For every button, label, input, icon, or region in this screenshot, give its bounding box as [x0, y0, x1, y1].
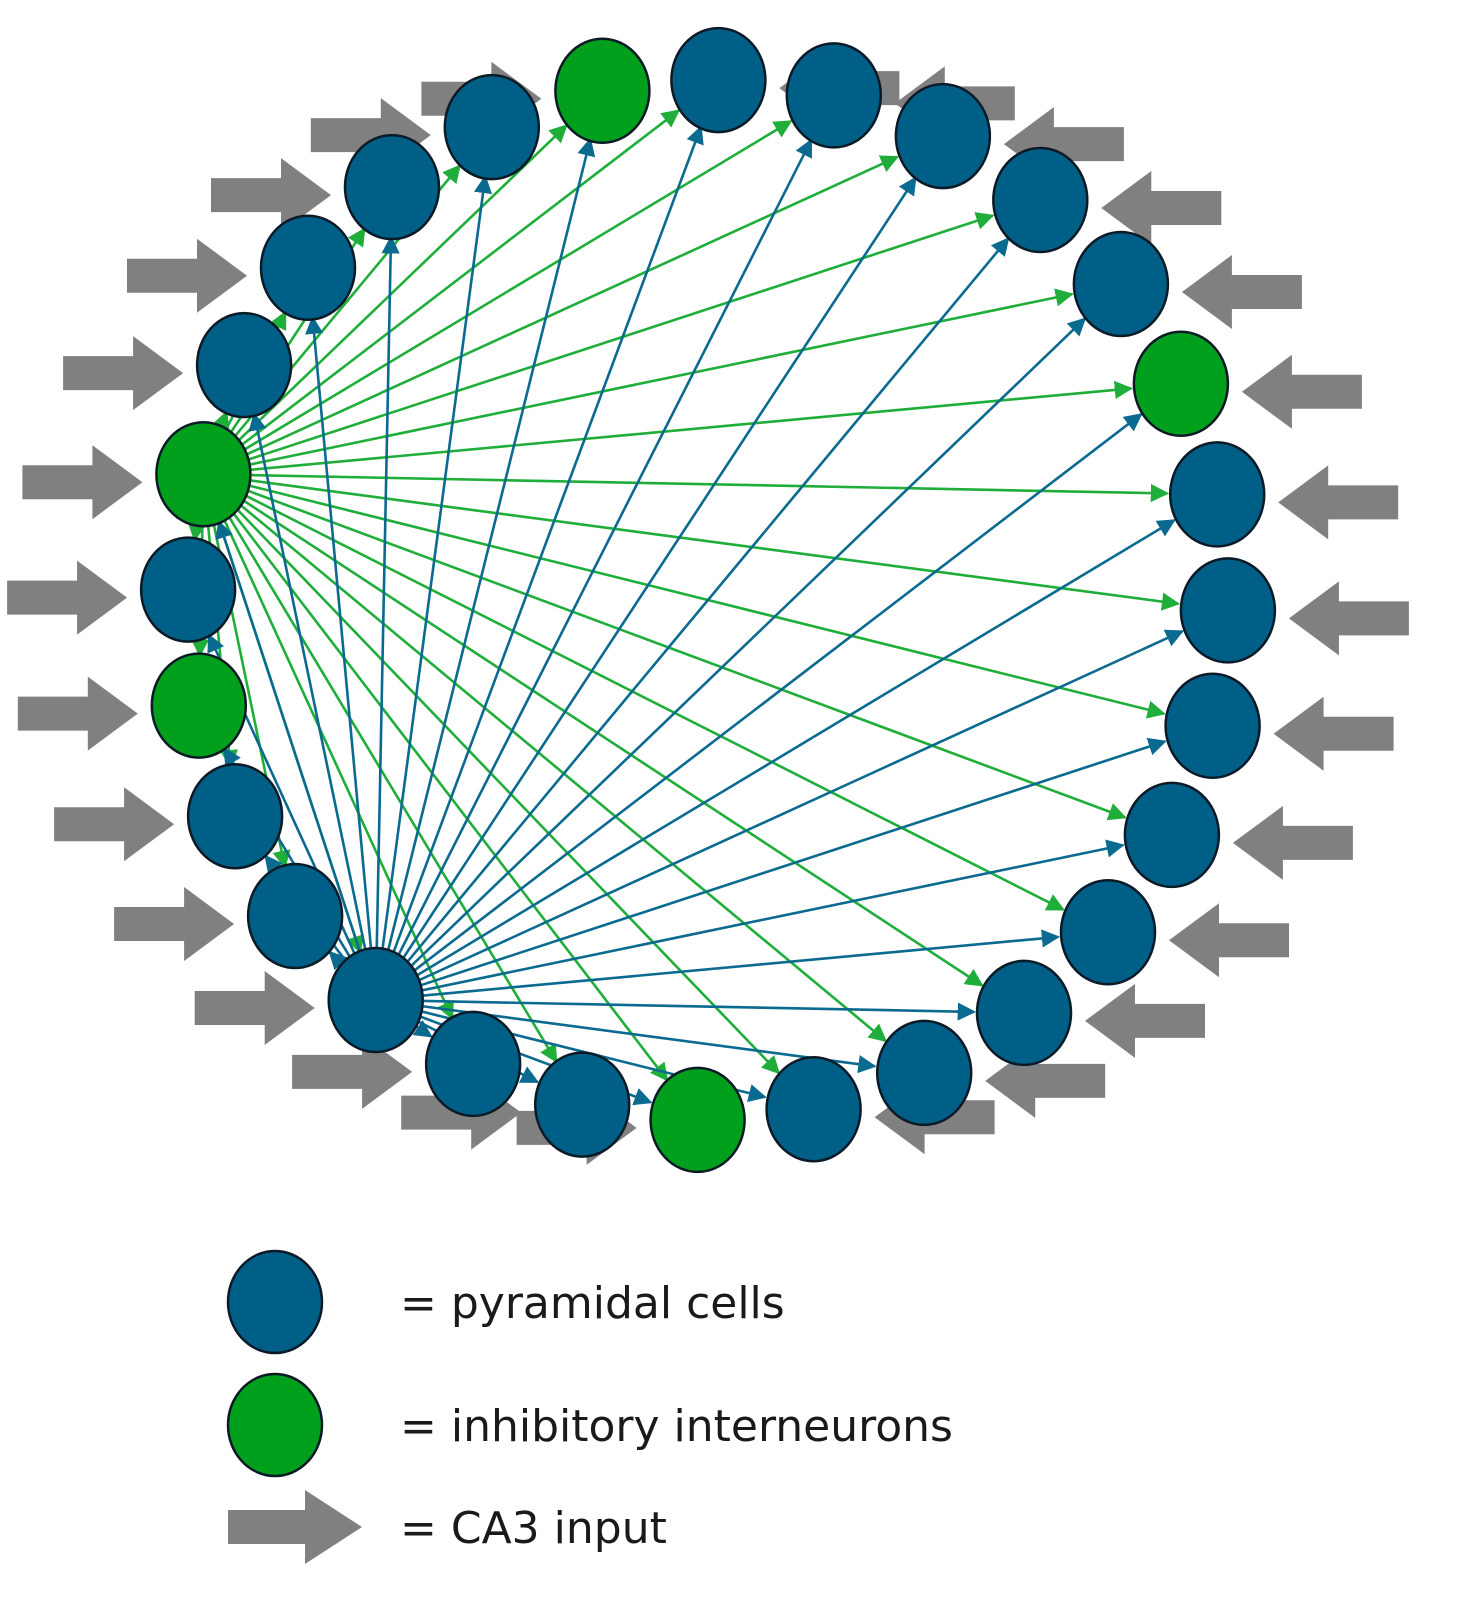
legend-input-arrow-icon — [228, 1490, 362, 1564]
inhibitory-edge-6 — [226, 109, 681, 458]
ca3-input-arrow-13 — [1288, 581, 1409, 656]
ca3-input-arrow-2 — [127, 238, 247, 313]
legend-input-label: = CA3 input — [400, 1503, 667, 1554]
inhibitory-edge-22 — [214, 500, 454, 1021]
inhibitory-edge-17 — [227, 489, 984, 987]
ca3-input-arrow-0 — [22, 445, 143, 520]
ca3-input-arrow-16 — [1169, 903, 1289, 978]
pyramidal-edge-6 — [384, 125, 704, 973]
pyramidal-cell-18 — [875, 1019, 973, 1127]
pyramidal-edge-5 — [381, 137, 596, 972]
pyramidal-edge-11 — [398, 413, 1143, 983]
pyramidal-edge-16 — [405, 929, 1061, 999]
pyramidal-edge-15 — [404, 839, 1125, 996]
inhibitory-edge-18 — [225, 492, 888, 1043]
pyramidal-edge-2 — [305, 315, 375, 971]
pyramidal-edge-12 — [400, 519, 1176, 986]
legend-pyramidal-label: = pyramidal cells — [400, 1278, 785, 1329]
inhibitory-edge-13 — [233, 476, 1181, 611]
pyramidal-cell-25 — [186, 762, 284, 870]
pyramidal-cell-14 — [1164, 672, 1261, 780]
pyramidal-edge-7 — [388, 138, 813, 974]
ca3-input-arrow-14 — [1273, 696, 1394, 771]
pyramidal-edge-8 — [391, 176, 917, 976]
ca3-input-arrow-11 — [1241, 354, 1362, 429]
pyramidal-cell-10 — [1072, 230, 1170, 338]
pyramidal-cell-16 — [1059, 879, 1157, 986]
ca3-input-arrow-1 — [63, 336, 184, 411]
neuron-ring — [139, 26, 1277, 1174]
pyramidal-cell-22 — [424, 1010, 522, 1118]
inhibitory-edge-10 — [232, 288, 1074, 470]
ca3-input-arrow-12 — [1278, 465, 1399, 540]
pyramidal-edge-3 — [375, 235, 400, 971]
ca3-input-arrow-25 — [54, 787, 175, 862]
inhibitory-interneuron-5 — [554, 37, 651, 145]
pyramidal-edge-4 — [378, 174, 493, 971]
ca3-input-arrow-3 — [211, 158, 331, 233]
pyramidal-cell-13 — [1179, 557, 1277, 664]
pyramidal-cell-24 — [246, 862, 344, 970]
ca3-input-arrow-9 — [1101, 171, 1222, 245]
inhibitory-edge-8 — [230, 155, 900, 463]
inhibitory-edge-21 — [217, 499, 558, 1064]
pyramidal-edge-13 — [402, 629, 1185, 989]
legend-inhibitory-symbol — [226, 1372, 324, 1478]
pyramidal-cell-9 — [992, 146, 1089, 254]
pyramidal-edge-14 — [403, 737, 1167, 992]
pyramidal-cell-7 — [785, 42, 883, 149]
pyramidal-edge-17 — [405, 999, 976, 1021]
pyramidal-cell-23 — [327, 946, 424, 1054]
inhibitory-edge-12 — [233, 473, 1170, 503]
inhibitory-edge-5 — [224, 124, 568, 455]
pyramidal-cell-1 — [195, 311, 293, 419]
ca3-input-arrow-23 — [194, 971, 315, 1045]
inhibitory-edge-7 — [228, 120, 793, 460]
legend-inhibitory-label: = inhibitory interneurons — [400, 1401, 953, 1452]
pyramidal-cell-6 — [670, 26, 767, 134]
ca3-input-arrow-22 — [292, 1034, 413, 1109]
inhibitory-interneuron-11 — [1132, 330, 1230, 438]
pyramidal-cell-19 — [765, 1055, 862, 1163]
ca3-input-arrow-17 — [1085, 983, 1205, 1058]
ca3-input-arrow-24 — [114, 887, 235, 961]
pyramidal-edge-9 — [393, 237, 1010, 978]
pyramidal-cell-21 — [533, 1051, 631, 1158]
inhibitory-edge-9 — [231, 212, 995, 467]
inhibitory-edge-15 — [231, 483, 1127, 821]
inhibitory-edge-19 — [223, 494, 781, 1075]
ca3-input-arrow-10 — [1181, 255, 1302, 329]
pyramidal-cell-15 — [1123, 781, 1221, 889]
inhibitory-interneuron-26 — [150, 652, 248, 759]
pyramidal-cell-27 — [139, 536, 237, 643]
pyramidal-cell-2 — [259, 214, 357, 321]
inhibitory-interneuron-20 — [649, 1066, 746, 1174]
inhibitory-edge-11 — [233, 380, 1133, 473]
inhibitory-interneuron-0 — [155, 420, 252, 528]
pyramidal-cell-3 — [343, 133, 441, 241]
ca3-input-arrow-26 — [17, 676, 138, 751]
pyramidal-cell-17 — [975, 959, 1073, 1067]
pyramidal-cell-4 — [443, 73, 541, 181]
ca3-input-arrow-15 — [1232, 805, 1353, 880]
legend: = pyramidal cells = inhibitory interneur… — [226, 1249, 953, 1564]
inhibitory-edge-20 — [220, 497, 669, 1082]
ca3-input-arrow-27 — [7, 560, 128, 635]
legend-pyramidal-symbol — [226, 1249, 324, 1355]
pyramidal-edge-1 — [248, 412, 371, 971]
inhibitory-edge-14 — [232, 480, 1166, 719]
inhibitory-edge-16 — [229, 486, 1066, 911]
pyramidal-cell-8 — [894, 82, 992, 190]
pyramidal-edge-10 — [396, 317, 1087, 981]
pyramidal-edge-0 — [215, 519, 368, 972]
pyramidal-cell-12 — [1168, 441, 1266, 548]
